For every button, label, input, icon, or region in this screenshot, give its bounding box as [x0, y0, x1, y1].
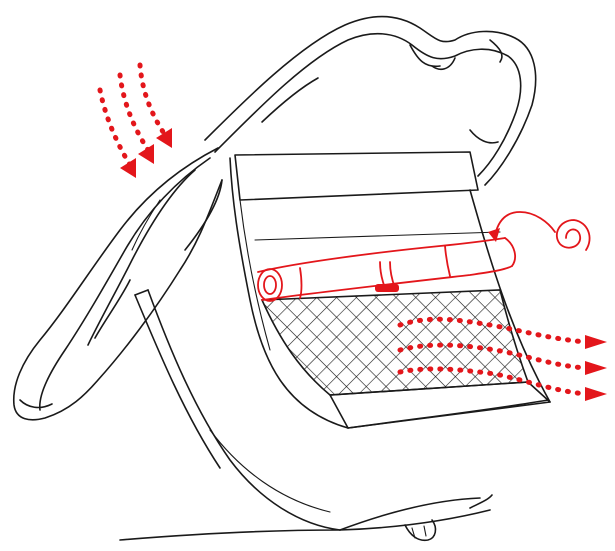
handlebar-frame — [205, 17, 536, 185]
stroller-body — [120, 152, 550, 540]
roll-end-left — [258, 269, 282, 301]
mesh-panel — [262, 290, 528, 395]
roll-strap-buckle — [375, 284, 399, 292]
folded-canopy — [14, 148, 222, 420]
airflow-in-arrows — [100, 65, 172, 178]
roll-motion-indicator — [488, 212, 590, 250]
